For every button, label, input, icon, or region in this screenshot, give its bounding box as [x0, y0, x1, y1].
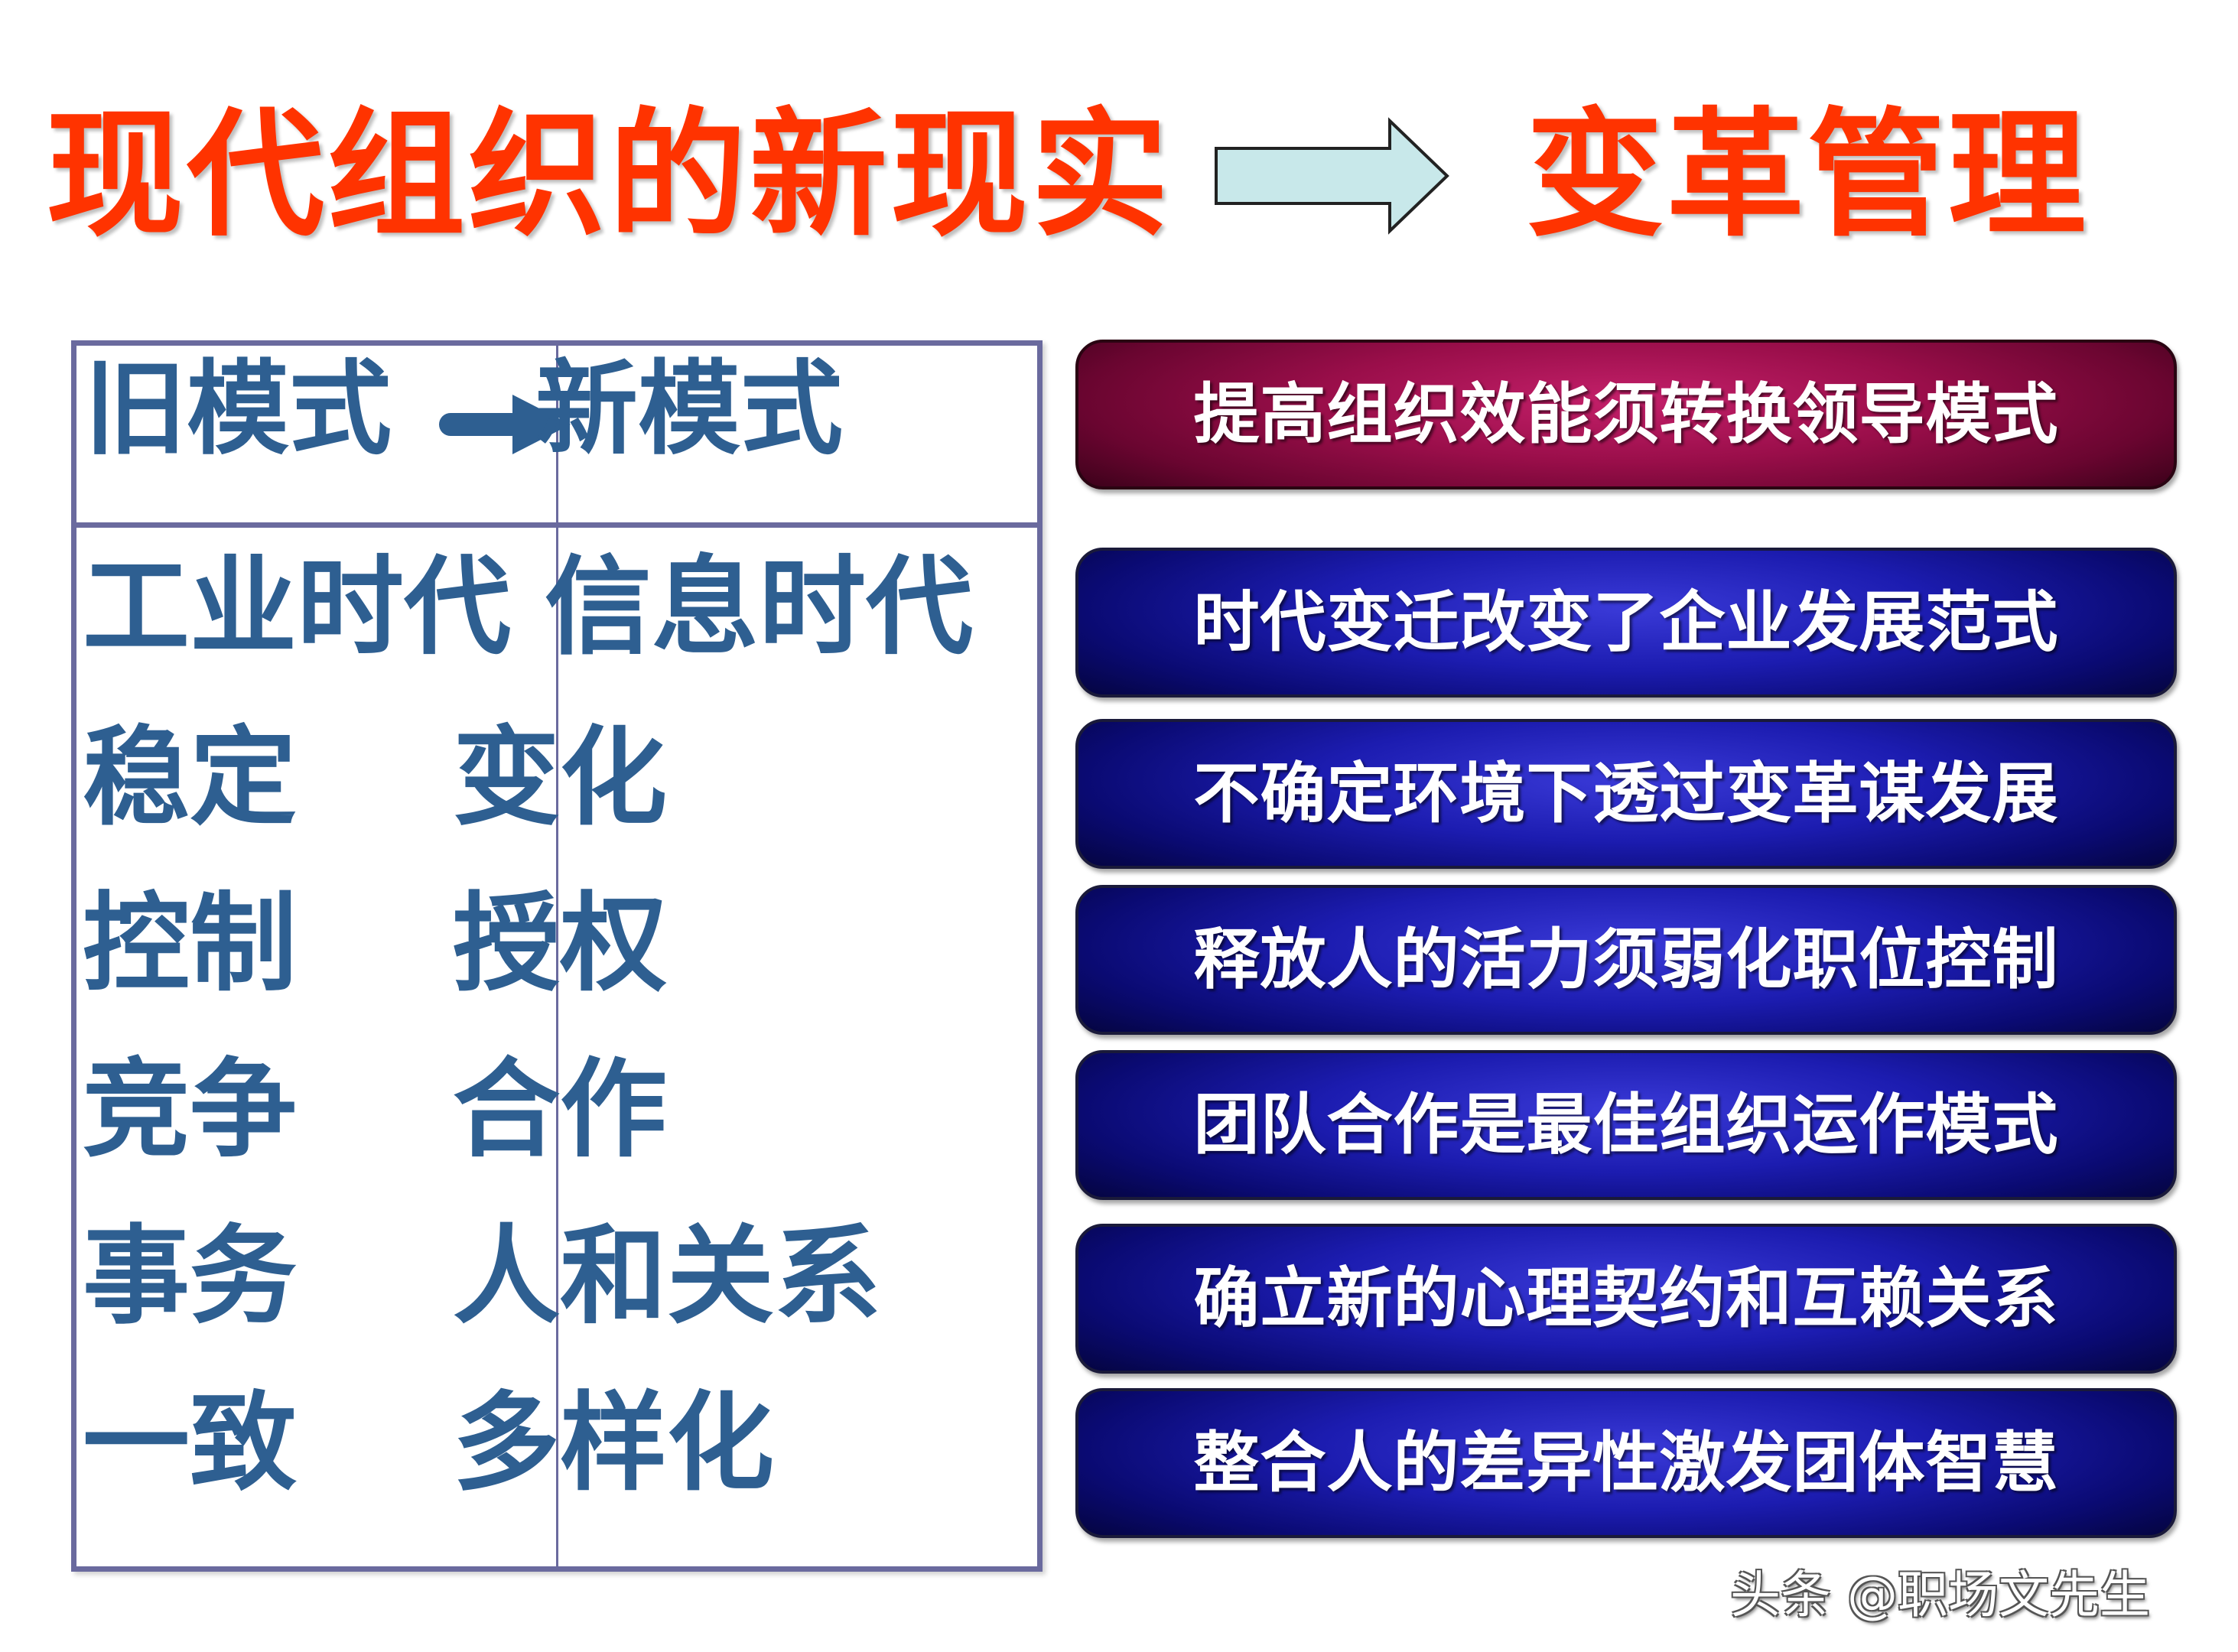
old-model-item: 控制 — [83, 882, 298, 1006]
new-model-item: 变化 — [453, 716, 668, 841]
old-era-label: 工业时代 — [83, 545, 512, 670]
table-column-divider — [556, 340, 558, 1572]
page-subtitle: 变革管理 — [1526, 96, 2090, 255]
new-model-item: 人和关系 — [453, 1215, 882, 1339]
principle-pill: 时代变迁改变了企业发展范式 — [1075, 548, 2177, 698]
principle-pill: 确立新的心理契约和互赖关系 — [1075, 1224, 2177, 1374]
new-era-label: 信息时代 — [545, 545, 974, 670]
watermark: 头条 @职场文先生 — [1730, 1566, 2150, 1624]
right-arrow-icon — [439, 395, 571, 454]
new-model-item: 多样化 — [453, 1381, 775, 1506]
principle-pill: 释放人的活力须弱化职位控制 — [1075, 885, 2177, 1035]
principle-pill-primary: 提高组织效能须转换领导模式 — [1075, 340, 2177, 489]
old-model-item: 事务 — [83, 1215, 298, 1339]
new-model-item: 合作 — [453, 1048, 668, 1172]
new-model-header: 新模式 — [535, 350, 844, 469]
principle-pill: 不确定环境下透过变革谋发展 — [1075, 719, 2177, 869]
page-title: 现代组织的新现实 — [46, 96, 1173, 255]
old-model-header: 旧模式 — [84, 350, 392, 469]
old-model-item: 一致 — [83, 1381, 298, 1506]
principle-pill: 整合人的差异性激发团体智慧 — [1075, 1388, 2177, 1538]
old-model-item: 稳定 — [83, 716, 298, 841]
principle-pill: 团队合作是最佳组织运作模式 — [1075, 1050, 2177, 1200]
new-model-item: 授权 — [453, 882, 668, 1006]
right-arrow-icon — [1215, 117, 1449, 235]
old-model-item: 竞争 — [83, 1048, 298, 1172]
